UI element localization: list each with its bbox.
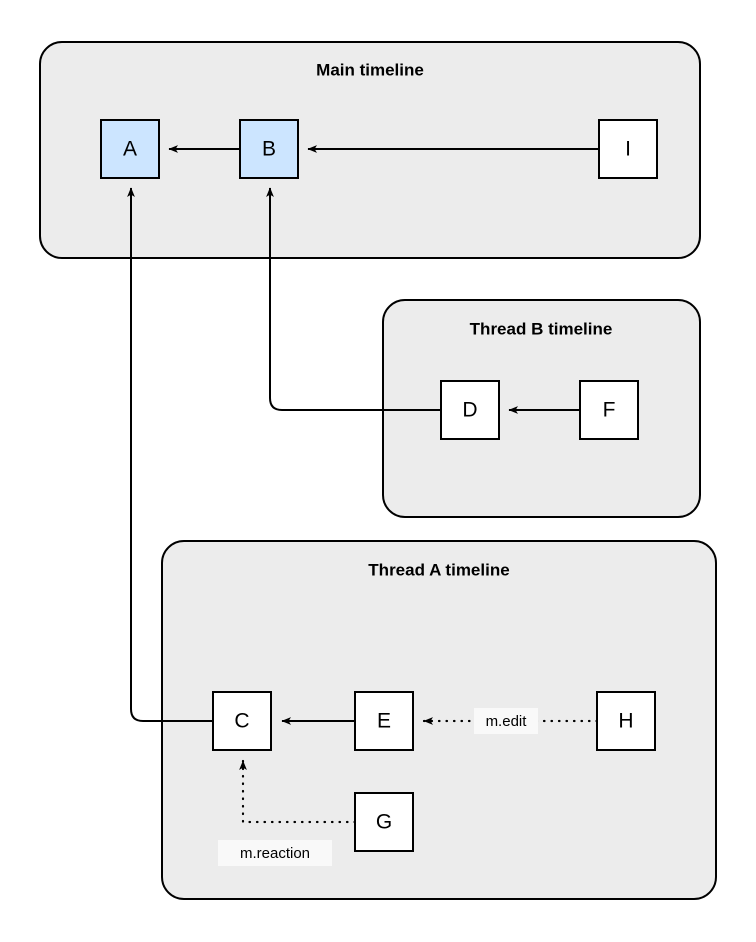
node-e-shape[interactable] [354,691,414,751]
edge-label-m-reaction: m.reaction [218,840,332,866]
container-main-timeline-title: Main timeline [316,60,424,79]
node-a[interactable]: A [100,119,160,179]
node-h[interactable]: H [596,691,656,751]
node-b-shape[interactable] [239,119,299,179]
node-i-label: I [625,138,631,161]
node-g[interactable]: G [354,792,414,852]
node-b[interactable]: B [239,119,299,179]
node-g-shape[interactable] [354,792,414,852]
node-f-label: F [603,399,616,422]
edge-g-to-c [239,759,357,824]
node-c[interactable]: C [212,691,272,751]
edge-d-to-b [266,187,441,411]
node-g-label: G [376,811,392,834]
node-e[interactable]: E [354,691,414,751]
container-thread-a-timeline-title: Thread A timeline [368,560,509,579]
node-a-shape[interactable] [100,119,160,179]
node-h-shape[interactable] [596,691,656,751]
node-d-label: D [462,399,477,422]
edge-c-to-a [127,187,213,722]
edge-label-m-reaction-text: m.reaction [240,845,310,862]
node-i-shape[interactable] [598,119,658,179]
edge-label-m-edit-bg [474,708,538,734]
node-c-shape[interactable] [212,691,272,751]
node-e-label: E [377,710,391,733]
node-d-shape[interactable] [440,380,500,440]
node-f[interactable]: F [579,380,639,440]
node-c-label: C [234,710,249,733]
node-h-label: H [618,710,633,733]
container-thread-b-timeline: Thread B timeline [382,299,701,518]
container-thread-b-timeline-shape [382,299,701,518]
edge-label-m-edit: m.edit [474,708,538,734]
edge-label-m-edit-text: m.edit [486,713,528,730]
node-a-label: A [123,138,137,161]
node-f-shape[interactable] [579,380,639,440]
edge-label-m-reaction-bg [218,840,332,866]
node-i[interactable]: I [598,119,658,179]
node-d[interactable]: D [440,380,500,440]
container-thread-b-timeline-title: Thread B timeline [470,319,613,338]
node-b-label: B [262,138,276,161]
